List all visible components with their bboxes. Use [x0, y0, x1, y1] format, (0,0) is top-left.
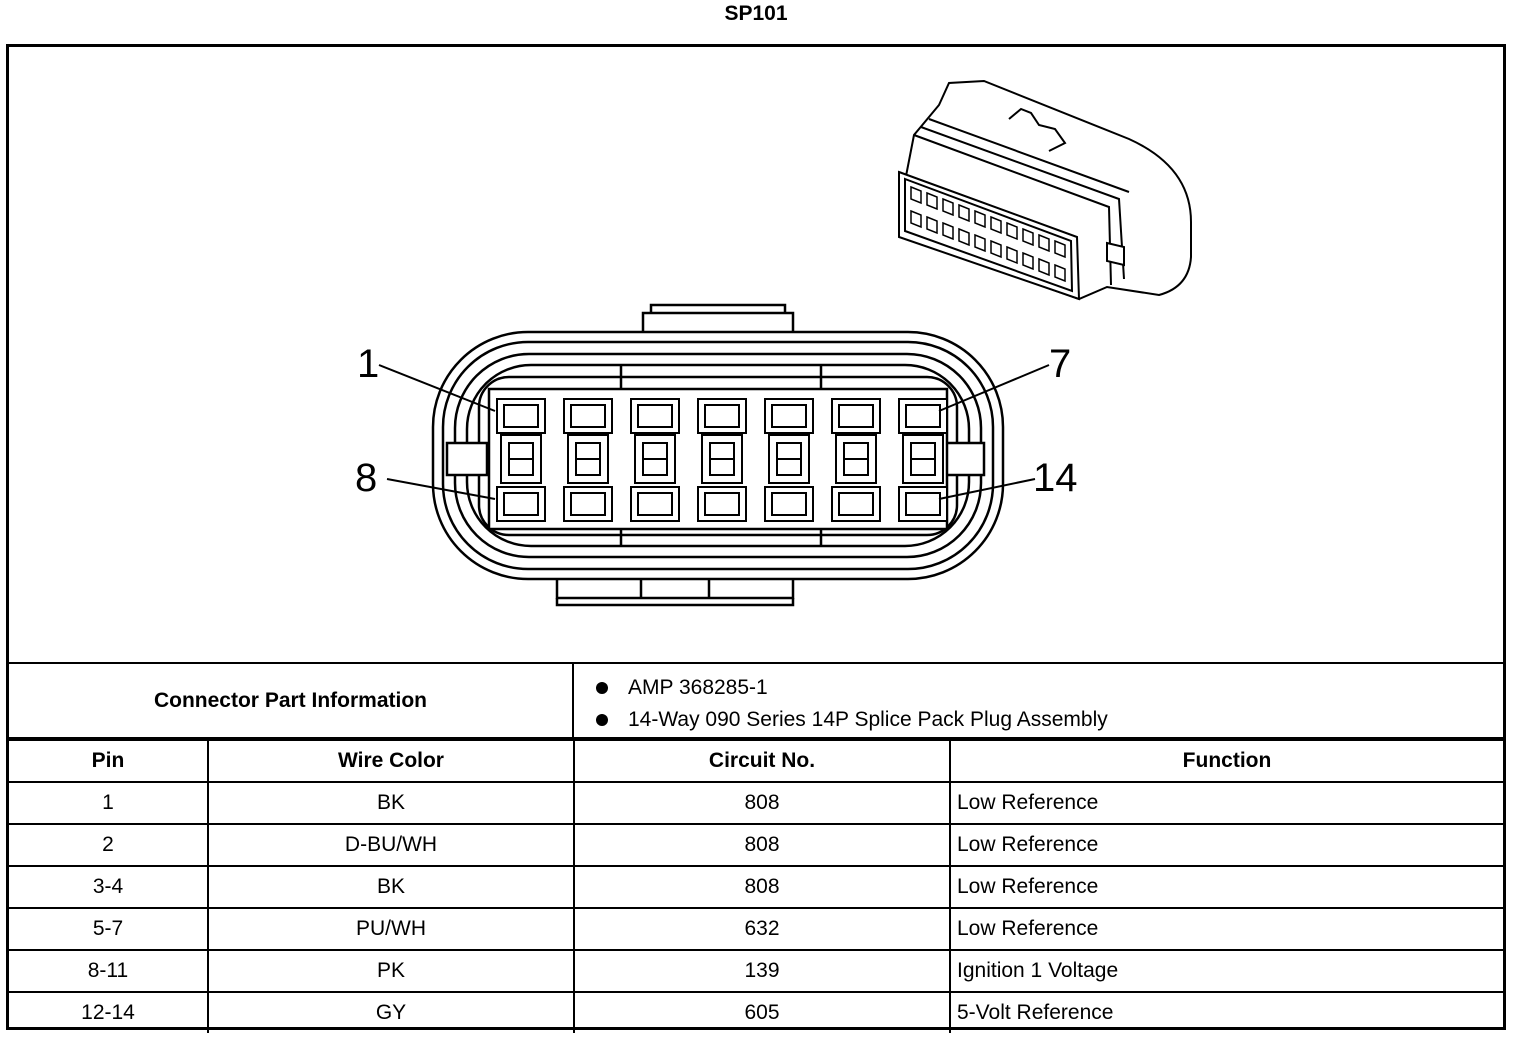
cell-function: Low Reference	[949, 865, 1503, 909]
pin-1-label: 1	[357, 342, 379, 386]
cell-circuit-no: 605	[573, 991, 951, 1033]
table-row: 5-7 PU/WH 632 Low Reference	[9, 907, 1503, 951]
pin-8-label: 8	[355, 456, 377, 500]
cell-circuit-no: 808	[573, 823, 951, 867]
cell-function: Low Reference	[949, 823, 1503, 867]
header-circuit-no: Circuit No.	[573, 739, 951, 783]
table-row: 1 BK 808 Low Reference	[9, 781, 1503, 825]
part-info-item: AMP 368285-1	[596, 672, 1503, 704]
cell-function: Ignition 1 Voltage	[949, 949, 1503, 993]
connector-diagram: 1 7 8 14	[9, 47, 1503, 662]
table-row: 3-4 BK 808 Low Reference	[9, 865, 1503, 909]
side-key-right	[942, 441, 986, 477]
cell-wire-color: GY	[207, 991, 575, 1033]
part-info-item: 14-Way 090 Series 14P Splice Pack Plug A…	[596, 704, 1503, 736]
header-wire-color: Wire Color	[207, 739, 575, 783]
pin-7-label: 7	[1049, 342, 1071, 386]
header-pin: Pin	[9, 739, 209, 783]
cell-pin: 3-4	[9, 865, 209, 909]
part-description-text: 14-Way 090 Series 14P Splice Pack Plug A…	[628, 708, 1108, 731]
cell-pin: 8-11	[9, 949, 209, 993]
bullet-icon	[596, 714, 608, 726]
cell-circuit-no: 808	[573, 865, 951, 909]
cell-wire-color: BK	[207, 781, 575, 825]
connector-part-info: Connector Part Information AMP 368285-1 …	[9, 662, 1503, 739]
cell-pin: 1	[9, 781, 209, 825]
connector-3d-view	[897, 79, 1192, 301]
cell-circuit-no: 139	[573, 949, 951, 993]
cell-wire-color: PU/WH	[207, 907, 575, 951]
bullet-icon	[596, 682, 608, 694]
cell-pin: 2	[9, 823, 209, 867]
side-key-left	[445, 441, 489, 477]
connector-part-info-label: Connector Part Information	[9, 664, 574, 737]
pin-14-label: 14	[1033, 456, 1078, 500]
cell-wire-color: BK	[207, 865, 575, 909]
header-function: Function	[949, 739, 1503, 783]
cell-circuit-no: 808	[573, 781, 951, 825]
cell-circuit-no: 632	[573, 907, 951, 951]
page-title: SP101	[724, 2, 788, 25]
table-row: 2 D-BU/WH 808 Low Reference	[9, 823, 1503, 867]
cell-function: Low Reference	[949, 781, 1503, 825]
table-row: 12-14 GY 605 5-Volt Reference	[9, 991, 1503, 1033]
cell-pin: 12-14	[9, 991, 209, 1033]
connector-part-info-list: AMP 368285-1 14-Way 090 Series 14P Splic…	[574, 664, 1503, 737]
cell-function: Low Reference	[949, 907, 1503, 951]
cell-function: 5-Volt Reference	[949, 991, 1503, 1033]
connector-drawing: 1 7 8 14	[355, 79, 1192, 607]
cell-pin: 5-7	[9, 907, 209, 951]
connector-sheet: 1 7 8 14 Connector Part Information AMP …	[6, 44, 1506, 1033]
terminal-cavities	[496, 398, 948, 522]
cell-wire-color: PK	[207, 949, 575, 993]
cell-wire-color: D-BU/WH	[207, 823, 575, 867]
table-row: 8-11 PK 139 Ignition 1 Voltage	[9, 949, 1503, 993]
pin-callout-lines	[378, 364, 1050, 500]
pin-table-header: Pin Wire Color Circuit No. Function	[9, 739, 1503, 783]
pin-table: Pin Wire Color Circuit No. Function 1 BK…	[9, 739, 1503, 1033]
part-number-text: AMP 368285-1	[628, 676, 768, 699]
